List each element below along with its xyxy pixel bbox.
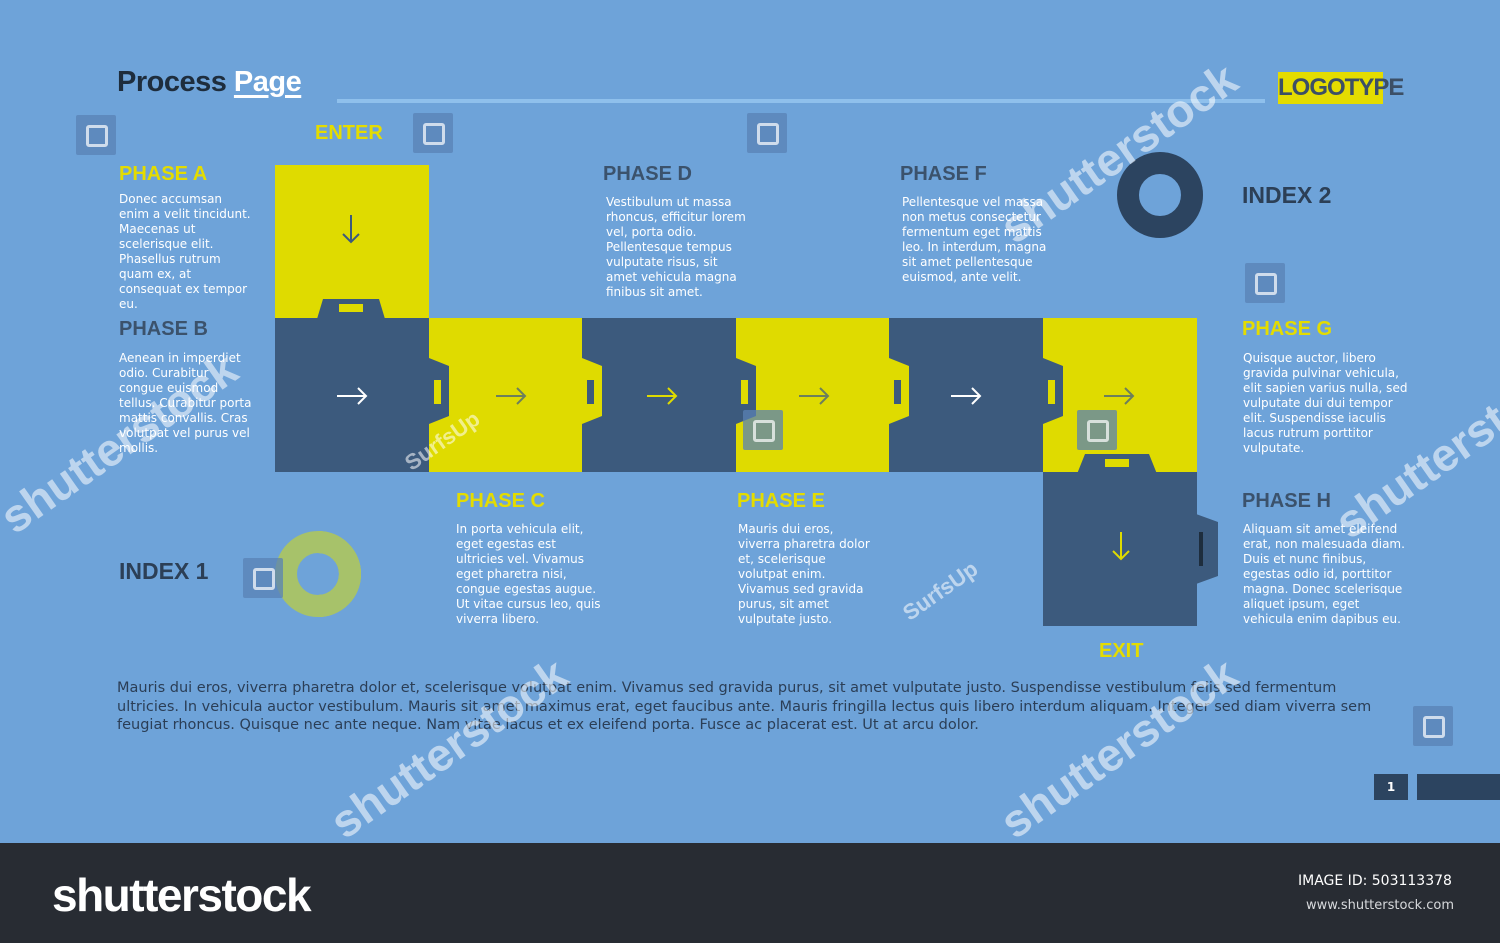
tab-connector-icon xyxy=(889,358,909,424)
index-1-label: INDEX 1 xyxy=(119,558,209,584)
tab-connector-icon xyxy=(429,358,449,424)
image-id-label: IMAGE ID: xyxy=(1298,873,1368,889)
arrow-down-icon xyxy=(1112,532,1130,561)
watermark-square-icon xyxy=(413,113,453,153)
logotype-badge: LOGOTYPE xyxy=(1278,72,1404,104)
arrow-right-icon xyxy=(951,387,982,405)
tab-connector-icon xyxy=(1077,454,1157,474)
watermark-square-icon xyxy=(743,410,783,450)
tab-connector-icon xyxy=(582,358,602,424)
phase-e-text: Mauris dui eros, viverra pharetra dolor … xyxy=(738,522,870,626)
arrow-right-icon xyxy=(799,387,830,405)
exit-label: EXIT xyxy=(1099,640,1144,662)
phase-g-title: PHASE G xyxy=(1242,318,1333,340)
arrow-right-icon xyxy=(1104,387,1135,405)
page-title-part1: Process xyxy=(117,66,227,98)
phase-g-text: Quisque auctor, libero gravida pulvinar … xyxy=(1243,351,1408,455)
watermark-square-icon xyxy=(1077,410,1117,450)
phase-a-title: PHASE A xyxy=(119,163,208,185)
footer-url[interactable]: www.shutterstock.com xyxy=(1306,898,1455,913)
watermark-text: shutterstock xyxy=(990,647,1247,843)
phase-d-title: PHASE D xyxy=(603,163,692,185)
phase-d-text: Vestibulum ut massa rhoncus, efficitur l… xyxy=(606,195,746,299)
tab-connector-icon xyxy=(1043,358,1063,424)
tab-connector-icon xyxy=(736,358,756,424)
page-title-part2: Page xyxy=(233,66,302,98)
index-1-donut xyxy=(275,531,361,617)
phase-c-title: PHASE C xyxy=(456,490,545,512)
phase-c-text: In porta vehicula elit, eget egestas est… xyxy=(456,522,601,626)
arrow-down-icon xyxy=(342,215,360,244)
title-divider xyxy=(337,99,1265,103)
summary-paragraph: Mauris dui eros, viverra pharetra dolor … xyxy=(117,680,1372,733)
footer-bar xyxy=(0,843,1500,943)
enter-label: ENTER xyxy=(315,122,383,144)
index-2-donut-segment-b xyxy=(1117,152,1203,238)
footer-logo: shutterstock xyxy=(52,869,312,921)
image-id-value: 503113378 xyxy=(1371,873,1452,889)
watermark-square-icon xyxy=(243,558,283,598)
watermark-square-icon xyxy=(747,113,787,153)
page-number: 1 xyxy=(1374,774,1408,800)
watermark-square-icon xyxy=(1245,263,1285,303)
phase-b-title: PHASE B xyxy=(119,318,208,340)
phase-e-title: PHASE E xyxy=(737,490,825,512)
phase-a-text: Donec accumsan enim a velit tincidunt. M… xyxy=(119,192,251,311)
tab-connector-icon xyxy=(1196,514,1218,584)
watermark-square-icon xyxy=(1413,706,1453,746)
arrow-right-icon xyxy=(496,387,527,405)
index-2-label: INDEX 2 xyxy=(1242,182,1332,208)
phase-f-title: PHASE F xyxy=(900,163,987,185)
index-2-donut xyxy=(1117,152,1203,238)
image-id: IMAGE ID: 503113378 xyxy=(1298,873,1452,889)
arrow-right-icon xyxy=(337,387,368,405)
slide: Process Page LOGOTYPE ENTER EXIT PHASE A… xyxy=(0,52,1500,843)
tab-connector-icon xyxy=(317,299,385,319)
phase-b-text: Aenean in imperdiet odio. Curabitur cong… xyxy=(119,351,252,455)
phase-h-title: PHASE H xyxy=(1242,490,1331,512)
page-title: Process Page xyxy=(117,66,302,99)
phase-h-text: Aliquam sit amet eleifend erat, non male… xyxy=(1243,522,1405,626)
watermark-surfsup-text: SurfsUp xyxy=(898,555,983,626)
phase-f-text: Pellentesque vel massa non metus consect… xyxy=(902,195,1047,284)
arrow-right-icon xyxy=(647,387,678,405)
index-1-donut-segment-b xyxy=(275,531,361,617)
page-number-bar xyxy=(1417,774,1500,800)
watermark-square-icon xyxy=(76,115,116,155)
watermark-text: shutterstock xyxy=(320,647,577,843)
